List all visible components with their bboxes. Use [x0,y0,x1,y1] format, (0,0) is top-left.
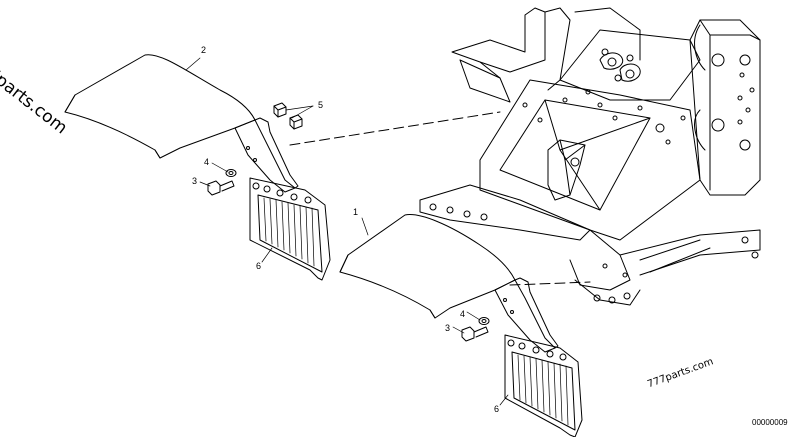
callout-2: 2 [201,45,207,55]
callout-4-right: 4 [460,309,466,319]
callout-6-left: 6 [256,261,262,271]
callout-4-left: 4 [204,157,210,167]
callout-5: 5 [318,100,324,110]
figure-code: 00000009 [752,418,788,427]
mud-flap-left [249,177,331,281]
callout-6-right: 6 [494,404,500,414]
nuts [273,102,303,130]
callout-1: 1 [353,207,359,217]
callout-3-right: 3 [445,323,451,333]
fender-front [339,214,559,353]
bolt-left [207,180,235,196]
mud-flap-right [504,334,583,437]
assembly-leader-lines [289,111,591,286]
callout-3-left: 3 [192,176,198,186]
bolt-right [461,326,489,342]
washer-left [225,169,237,177]
chassis-frame [419,7,761,306]
fender-rear [64,54,299,193]
callout-leaders [185,57,509,406]
washer-right [478,317,490,325]
